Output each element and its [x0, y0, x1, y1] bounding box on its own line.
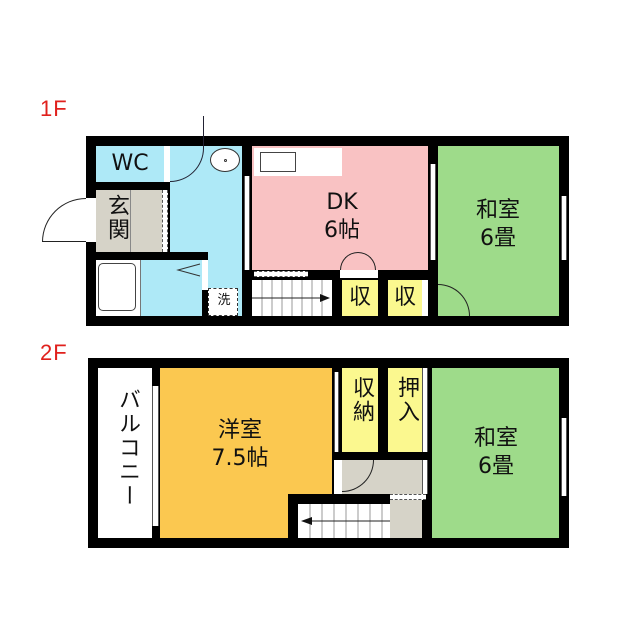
room-size-washitsu-1f: 6畳 — [480, 226, 516, 251]
room-label-genkan: 玄関 — [104, 194, 129, 242]
laundry-label: 洗 — [217, 293, 231, 308]
floor-plan-2f: バルコニー 洋室 7.5帖 収納 押入 — [88, 358, 569, 548]
balcony: バルコニー — [98, 368, 152, 538]
sliding-door-dk[interactable] — [244, 176, 250, 270]
sliding-door-oshiire[interactable] — [422, 368, 428, 452]
storage-label-1: 収 — [348, 285, 371, 310]
balcony-label: バルコニー — [115, 388, 140, 508]
floor-label-1f: 1F — [40, 96, 68, 121]
room-label-dk: DK — [326, 190, 358, 215]
room-label-washitsu-1f: 和室 — [475, 198, 520, 223]
door-swing-front — [42, 198, 86, 242]
wc-door[interactable] — [164, 146, 170, 182]
storage-oshiire: 押入 — [388, 368, 422, 452]
storage-label-shuunou: 収納 — [349, 376, 374, 424]
front-door[interactable] — [86, 198, 96, 242]
balcony-window[interactable] — [152, 386, 159, 526]
staircase-2f — [298, 504, 390, 538]
closet-doors[interactable] — [340, 270, 378, 278]
door-swing-washitsu — [438, 284, 470, 316]
room-size-youshitsu: 7.5帖 — [211, 446, 269, 471]
storage-label-oshiire: 押入 — [394, 376, 419, 424]
room-size-dk: 6帖 — [324, 218, 360, 243]
sink-icon — [210, 148, 240, 172]
sliding-door-shuunou[interactable] — [334, 372, 339, 452]
floor-label-2f: 2F — [40, 340, 68, 365]
door-swing-hall — [342, 460, 374, 492]
sliding-door-washitsu-2f[interactable] — [422, 460, 428, 494]
window-1f-east[interactable] — [561, 196, 567, 260]
storage-2: 収 — [388, 280, 422, 316]
folding-door-mark — [176, 263, 201, 277]
room-size-washitsu-2f: 6畳 — [478, 454, 514, 479]
storage-1: 収 — [342, 280, 378, 316]
kitchen-counter — [254, 148, 342, 176]
staircase-1f — [252, 280, 332, 316]
room-dk: DK 6帖 — [252, 146, 428, 270]
room-wc: WC — [96, 146, 164, 182]
storage-label-2: 収 — [393, 285, 416, 310]
sliding-door-washitsu[interactable] — [430, 164, 436, 260]
window-2f-east[interactable] — [561, 418, 567, 496]
room-washitsu-1f: 和室 6畳 — [438, 146, 559, 316]
laundry-space: 洗 — [208, 288, 238, 316]
bath-door[interactable] — [202, 260, 208, 290]
floor-plan-1f: WC 玄関 洗 DK 6帖 — [42, 116, 569, 326]
room-label-washitsu-2f: 和室 — [473, 426, 518, 451]
room-label-wc: WC — [111, 151, 149, 176]
room-label-youshitsu: 洋室 — [217, 418, 262, 443]
hall-2f — [342, 460, 422, 494]
storage-2-door[interactable] — [422, 280, 428, 316]
storage-shuunou: 収納 — [342, 368, 378, 452]
bathtub-icon — [96, 260, 140, 316]
dk-stair-opening — [254, 271, 308, 277]
room-washitsu-2f: 和室 6畳 — [432, 368, 559, 538]
room-genkan: 玄関 — [96, 190, 162, 252]
